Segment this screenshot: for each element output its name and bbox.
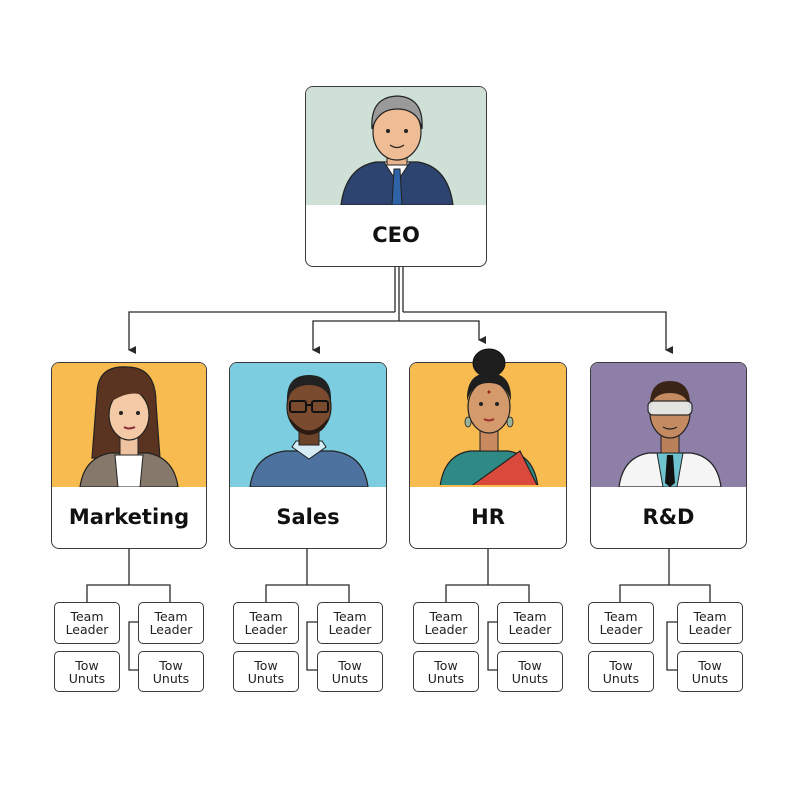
hr-portrait [410, 348, 566, 487]
person-woman-blazer-icon [79, 366, 179, 488]
person-woman-saree-icon [439, 348, 539, 485]
department-card-hr[interactable]: HR [409, 348, 567, 549]
marketing-portrait [52, 363, 206, 488]
person-man-glasses-icon [249, 375, 369, 488]
person-businessman-icon [340, 95, 454, 206]
department-title: HR [471, 504, 505, 529]
rnd-portrait [591, 363, 746, 488]
department-title: R&D [642, 504, 695, 529]
person-scientist-icon [618, 381, 722, 488]
department-card-sales[interactable]: Sales [229, 362, 387, 549]
sales-portrait [230, 363, 386, 488]
department-title: Marketing [68, 504, 190, 529]
department-title: Sales [276, 504, 340, 529]
department-card-marketing[interactable]: Marketing [51, 362, 207, 549]
department-card-rnd[interactable]: R&D [590, 362, 747, 549]
ceo-card[interactable]: CEO [305, 86, 487, 267]
ceo-portrait [306, 87, 486, 206]
ceo-title: CEO [372, 222, 420, 247]
